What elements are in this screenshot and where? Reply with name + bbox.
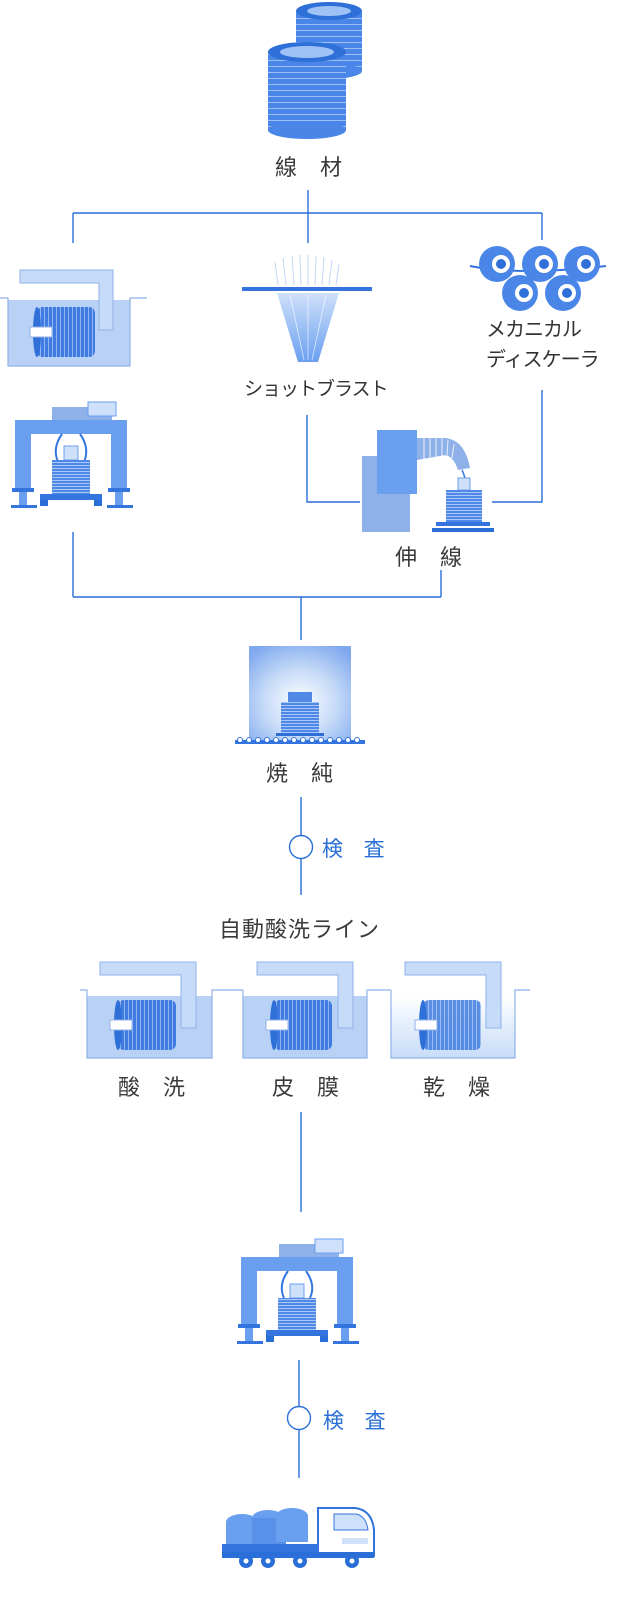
gantry-crane-icon xyxy=(11,401,133,508)
pickling-tank-coating-icon xyxy=(242,961,391,1059)
shot-blast-label: ショットブラスト xyxy=(244,378,389,400)
pickling-line-label: 自動酸洗ライン xyxy=(219,918,381,943)
wire-rod-label: 線 材 xyxy=(275,156,350,181)
mechanical-descaler-label: メカニカル ディスケーラ xyxy=(486,314,600,374)
immersion-tank-icon xyxy=(0,269,147,367)
acid-wash-label: 酸 洗 xyxy=(118,1076,193,1101)
mechanical-descaler-label-line1: メカニカル xyxy=(486,317,582,341)
pickling-tank-acid-icon xyxy=(80,961,243,1059)
pickling-tank-drying-icon xyxy=(390,961,530,1059)
gantry-crane-icon xyxy=(237,1238,359,1344)
annealing-label: 焼 純 xyxy=(266,762,341,787)
inspection-label: 検 査 xyxy=(322,837,392,861)
inspection-label: 検 査 xyxy=(323,1409,393,1433)
mechanical-descaler-label-line2: ディスケーラ xyxy=(486,347,600,371)
inspection-node-icon xyxy=(288,834,314,860)
annealing-furnace-icon xyxy=(235,646,365,744)
flow-connectors xyxy=(72,190,543,1478)
drying-label: 乾 燥 xyxy=(423,1076,498,1101)
shot-blast-icon xyxy=(242,254,372,362)
coating-label: 皮 膜 xyxy=(272,1076,347,1101)
wire-drawing-machine-icon xyxy=(362,430,494,532)
descaler-rollers-icon xyxy=(469,246,607,311)
delivery-truck-icon xyxy=(222,1507,375,1568)
wire-coil-icon xyxy=(268,2,362,139)
wire-drawing-label: 伸 線 xyxy=(395,546,470,571)
inspection-node-icon xyxy=(286,1405,312,1431)
